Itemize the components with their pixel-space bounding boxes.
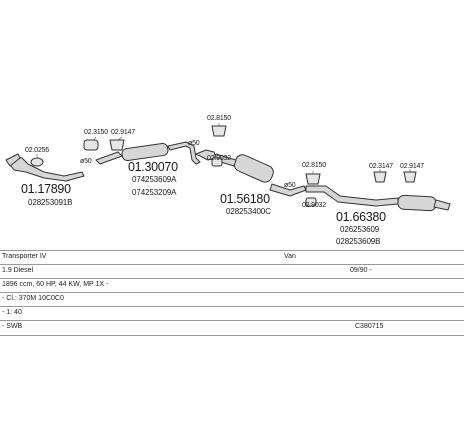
clamp-shape [30,157,44,167]
hanger-shape [373,171,387,183]
exhaust-drawing [5,123,451,212]
oem-number: 074253209A [132,188,177,197]
oem-number: 026253609 [340,225,380,234]
accessory-number[interactable]: 02.9032 [207,155,231,162]
table-row: 1.9 Diesel 09/90 - [0,264,464,279]
table-row: Transporter IV Van [0,250,464,265]
engine-code: - Cl.: 370M 10C0C0 [2,295,64,302]
accessory-number[interactable]: 02.0256 [25,147,49,154]
accessory-number[interactable]: 02.3147 [369,163,393,170]
pipe-diameter: ø50 [80,158,92,165]
part-number[interactable]: 01.30070 [128,160,178,174]
oem-number: 028253609B [336,237,381,246]
mid-silencer-shape [121,143,169,161]
rear-silencer-shape [397,194,437,212]
accessory-number[interactable]: 02.9147 [111,129,135,136]
oem-number: 074253609A [132,175,177,184]
center-pipe-inlet-shape [195,149,217,161]
accessory-number[interactable]: 02.8150 [207,115,231,122]
part-number[interactable]: 01.56180 [220,192,270,206]
exhaust-system-diagram: 01.17890 028253091B 01.30070 074253609A … [5,115,451,246]
gasket-shape [305,197,317,207]
engine: 1.9 Diesel [2,267,34,274]
mid-pipe-shape [95,151,123,165]
part-number[interactable]: 01.17890 [21,182,71,196]
center-silencer-shape [233,154,274,183]
table-row: - 1: 40 [0,306,464,321]
hanger-shape [109,139,125,151]
front-pipe-shape [7,155,85,182]
mid-pipe-outlet-shape [167,141,201,165]
gasket-shape [83,139,99,151]
accessory-number[interactable]: 02.8150 [302,162,326,169]
accessory-number[interactable]: 02.9147 [400,163,424,170]
catalog-code: C380715 [355,323,384,330]
table-row: - SWB C380715 [0,320,464,336]
hanger-shape [305,173,321,185]
pipe-diameter: ø50 [188,140,200,147]
engine-spec: 1896 ccm, 60 HP, 44 KW, MP 1X - [2,281,109,288]
wheelbase: - SWB [2,323,23,330]
oem-number: 028253091B [28,198,73,207]
oem-number: 028253400C [226,207,271,216]
front-pipe-flange-shape [5,153,21,167]
vehicle-note: - 1: 40 [2,309,22,316]
leader-line [117,136,123,141]
accessory-number[interactable]: 02.3150 [84,129,108,136]
table-row: - Cl.: 370M 10C0C0 [0,292,464,307]
leader-line [93,136,97,141]
pipe-diameter: ø50 [284,182,296,189]
tailpipe-shape [433,199,451,211]
vehicle-model: Transporter IV [2,253,47,260]
gasket-shape [211,157,223,167]
body-type: Van [284,253,296,260]
production-date: 09/90 - [350,267,372,274]
table-row: 1896 ccm, 60 HP, 44 KW, MP 1X - [0,278,464,293]
hanger-shape [403,171,417,183]
accessory-number[interactable]: 02.9032 [302,202,326,209]
part-number[interactable]: 01.66380 [336,210,386,224]
hanger-shape [211,125,227,137]
